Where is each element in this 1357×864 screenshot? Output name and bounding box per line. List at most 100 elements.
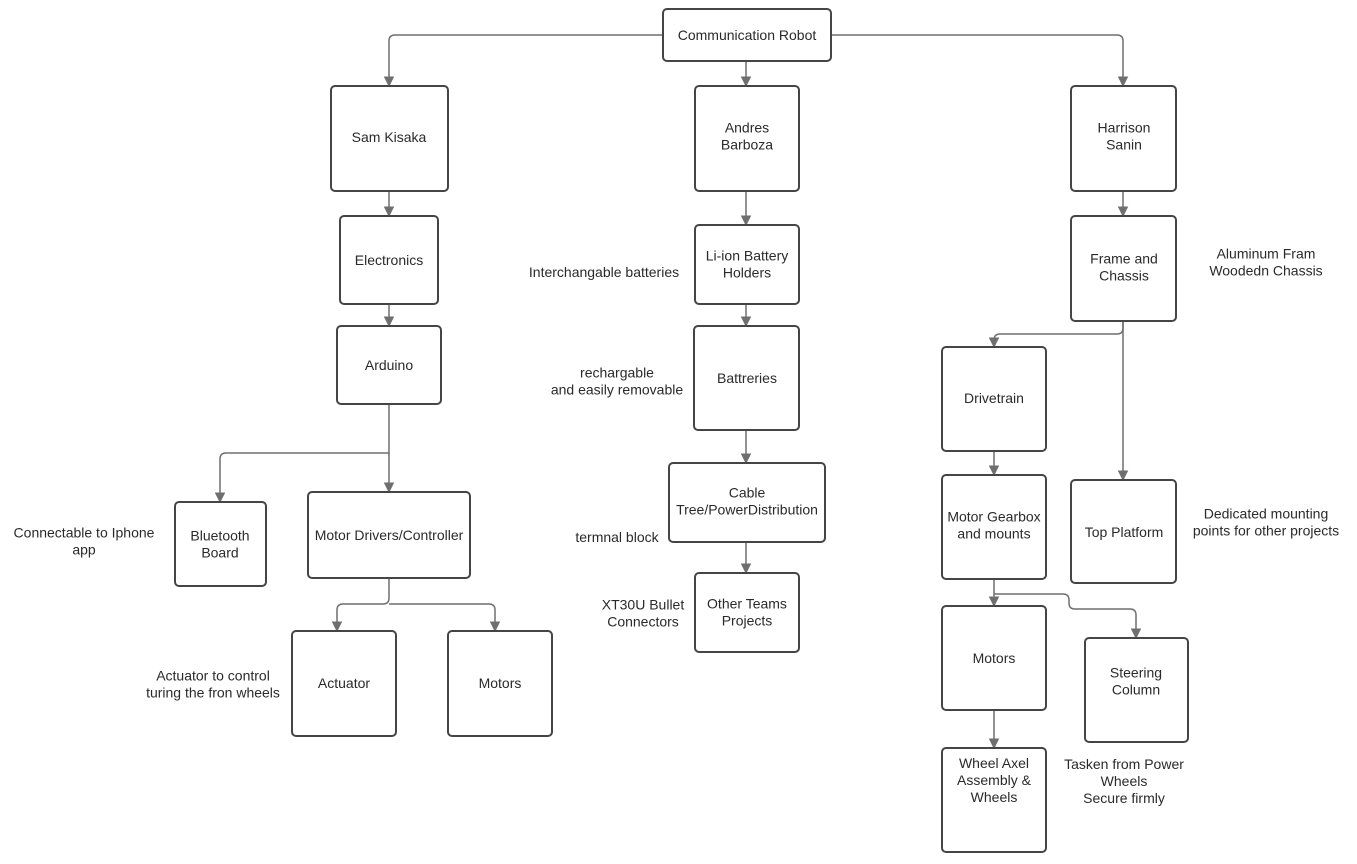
box-wheel-axel: [941, 747, 1047, 853]
note-rechargable-line-2: and easily removable: [551, 382, 684, 398]
label-arduino-line-1: Arduino: [365, 357, 413, 373]
note-interchangable-batteries-line-1: Interchangable batteries: [529, 264, 679, 280]
label-steering-column-line-1: Steering: [1110, 665, 1162, 681]
note-aluminum-frame-line-2: Woodedn Chassis: [1209, 263, 1322, 279]
edge-motor-drivers-to-actuator: [331, 578, 390, 633]
note-xt30u-line-1: XT30U Bullet: [602, 597, 685, 613]
label-andres-barboza-line-2: Barboza: [721, 137, 773, 153]
label-cable-tree-line-1: Cable: [729, 485, 766, 501]
label-drivetrain: Drivetrain: [964, 390, 1024, 406]
note-rechargable-line-1: rechargable: [580, 365, 654, 381]
edge-robot-to-harrison: [831, 34, 1129, 88]
box-motor-drivers: [307, 491, 471, 579]
label-cable-tree-line-2: Tree/PowerDistribution: [676, 502, 818, 518]
box-battery-holders: [694, 224, 800, 305]
label-motors-right-line-1: Motors: [973, 650, 1016, 666]
label-wheel-axel-line-1: Wheel Axel: [959, 755, 1029, 771]
label-andres-barboza-line-1: Andres: [725, 120, 769, 136]
note-actuator-line-1: Actuator to control: [156, 668, 270, 684]
label-motor-gearbox-line-2: and mounts: [957, 526, 1030, 542]
box-harrison-sanin: [1070, 85, 1177, 192]
label-frame-chassis-line-1: Frame and: [1090, 251, 1158, 267]
label-communication-robot-line-1: Communication Robot: [678, 27, 817, 43]
box-other-teams: [694, 572, 800, 653]
label-electronics: Electronics: [355, 252, 423, 268]
label-battreries: Battreries: [717, 370, 777, 386]
box-drivetrain: [941, 346, 1047, 452]
label-actuator-line-1: Actuator: [318, 675, 370, 691]
note-tasken-line-2: Wheels: [1101, 773, 1148, 789]
box-electronics: [339, 215, 439, 305]
note-interchangable-batteries: Interchangable batteries: [529, 264, 679, 280]
label-bluetooth-board-line-2: Board: [201, 545, 238, 561]
note-iphone-app-line-1: Connectable to Iphone: [14, 525, 155, 541]
edge-arduino-to-bluetooth: [214, 404, 390, 504]
label-wheel-axel-line-2: Assembly &: [957, 772, 1032, 788]
note-xt30u-line-2: Connectors: [607, 614, 679, 630]
label-arduino: Arduino: [365, 357, 413, 373]
label-other-teams-line-2: Projects: [722, 613, 773, 629]
note-actuator-line-2: turing the fron wheels: [146, 685, 280, 701]
box-communication-robot: [662, 8, 832, 62]
note-termnal-block-line-1: termnal block: [575, 529, 659, 545]
label-sam-kisaka-line-1: Sam Kisaka: [352, 129, 427, 145]
edge-gearbox-to-steering: [994, 593, 1142, 640]
label-communication-robot: Communication Robot: [678, 27, 817, 43]
label-motors-right: Motors: [973, 650, 1016, 666]
box-cable-tree: [668, 462, 826, 543]
note-mounting-points-line-1: Dedicated mounting: [1204, 506, 1329, 522]
box-frame-chassis: [1070, 215, 1177, 322]
label-top-platform: Top Platform: [1085, 524, 1164, 540]
label-electronics-line-1: Electronics: [355, 252, 423, 268]
label-sam-kisaka: Sam Kisaka: [352, 129, 427, 145]
label-battery-holders-line-1: Li-ion Battery: [706, 248, 788, 264]
edge-frame-to-drivetrain: [988, 321, 1124, 349]
label-motor-gearbox-line-1: Motor Gearbox: [947, 509, 1040, 525]
label-actuator: Actuator: [318, 675, 370, 691]
label-motors-left-line-1: Motors: [479, 675, 522, 691]
box-andres-barboza: [694, 85, 800, 192]
note-iphone-app-line-2: app: [72, 542, 96, 558]
label-battery-holders-line-2: Holders: [723, 265, 771, 281]
label-top-platform-line-1: Top Platform: [1085, 524, 1164, 540]
edge-robot-to-sam: [383, 34, 663, 88]
label-steering-column-line-2: Column: [1112, 682, 1160, 698]
edge-motor-drivers-to-motors: [389, 603, 501, 633]
label-drivetrain-line-1: Drivetrain: [964, 390, 1024, 406]
label-bluetooth-board-line-1: Bluetooth: [190, 528, 249, 544]
box-arduino: [336, 325, 442, 405]
note-tasken-line-3: Secure firmly: [1083, 790, 1165, 806]
box-steering-column: [1084, 637, 1189, 743]
note-tasken-line-1: Tasken from Power: [1064, 756, 1184, 772]
connectors: [214, 34, 1142, 750]
box-motors-left: [447, 630, 553, 737]
note-mounting-points-line-2: points for other projects: [1193, 523, 1339, 539]
label-motors-left: Motors: [479, 675, 522, 691]
box-actuator: [291, 630, 397, 737]
label-wheel-axel-line-3: Wheels: [971, 789, 1018, 805]
label-motor-drivers-line-1: Motor Drivers/Controller: [315, 527, 464, 543]
note-aluminum-frame-line-1: Aluminum Fram: [1217, 246, 1316, 262]
box-motor-gearbox: [941, 474, 1047, 580]
box-battreries: [693, 325, 800, 431]
box-bluetooth-board: [174, 501, 267, 587]
box-sam-kisaka: [330, 85, 449, 192]
box-top-platform: [1070, 479, 1177, 584]
